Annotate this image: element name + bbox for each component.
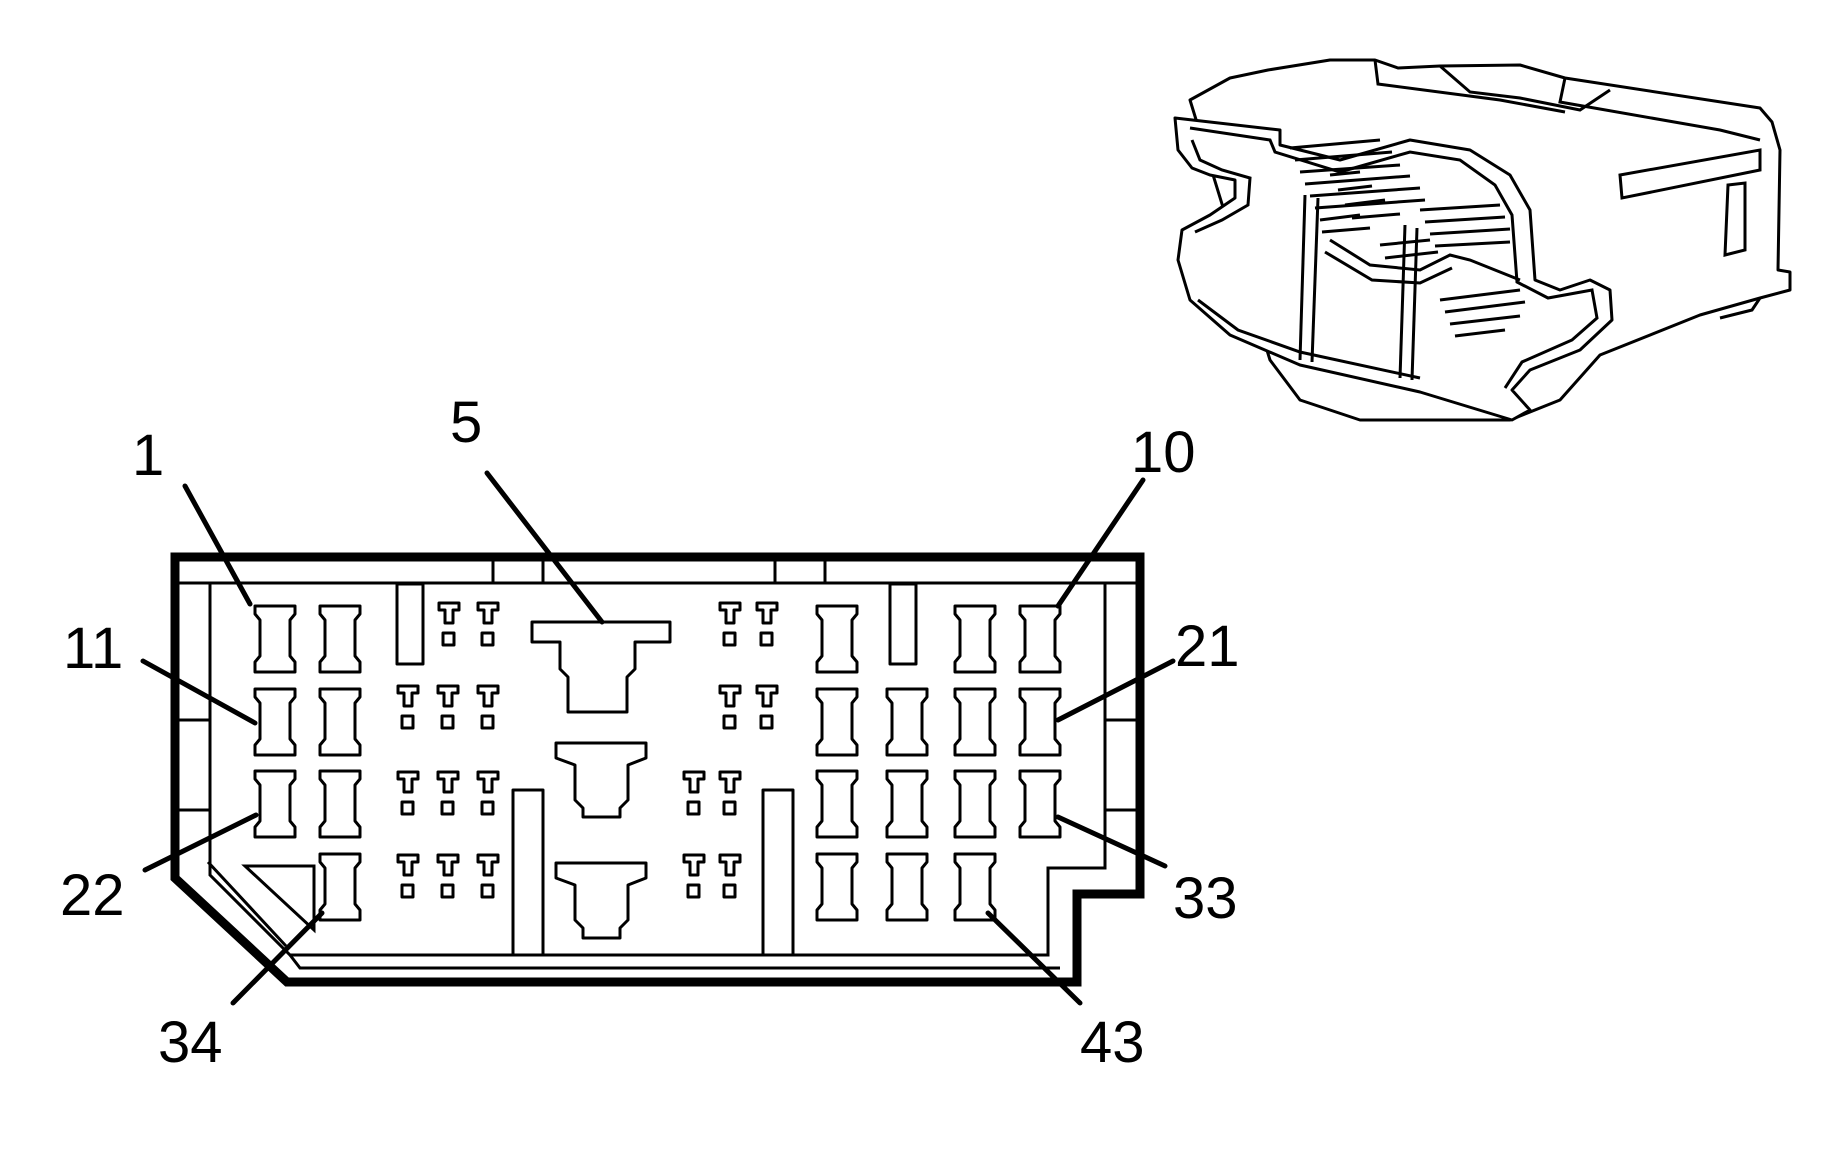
pin-label-21: 21 [1175,614,1240,679]
cavity-pin-34 [318,852,362,922]
cavity-pin-10 [1018,604,1062,674]
connector-3d-view [1173,58,1792,422]
cavity-pin-5 [530,620,672,714]
pin-label-34: 34 [158,1010,223,1075]
pin-labels: 1 5 10 11 21 22 33 34 43 [60,390,1240,1075]
pin-label-22: 22 [60,863,125,928]
connector-face-view: 1 5 10 11 21 22 33 34 43 [60,390,1240,1075]
cavity-pin-1 [253,604,297,674]
cavity-pin-21 [1018,687,1062,757]
pin-label-10: 10 [1131,420,1196,485]
pin-label-1: 1 [132,423,164,488]
leader-lines [140,470,1176,1006]
cavity-pin-33 [1018,769,1062,839]
pin-label-5: 5 [450,390,482,455]
pin-label-43: 43 [1080,1010,1145,1075]
cavity-pin-22 [253,769,297,839]
pin-label-11: 11 [63,616,123,681]
pin-label-33: 33 [1173,866,1238,931]
3d-terminal-slots [1289,138,1526,338]
cavity-pin-11 [253,687,297,757]
cavity-pin-43 [953,852,997,922]
cavity-large-t [554,741,648,819]
cavity-large-t [554,861,648,940]
